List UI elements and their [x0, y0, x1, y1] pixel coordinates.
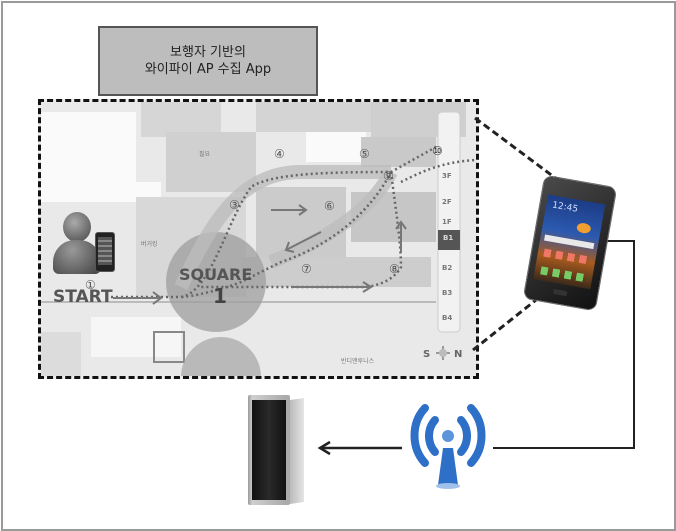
- pedestrian-icon: [53, 212, 115, 282]
- indoor-map: START SQUARE 1 ① ③ ④ ⑤ ⑥ ⑦ ⑧ ⑨ ⑩ 필요 버거킹 …: [38, 99, 479, 379]
- area-label-2: 버거킹: [141, 241, 158, 248]
- phone-screen: 12:45: [533, 194, 606, 290]
- compass-south: S: [423, 349, 431, 360]
- floor-2f[interactable]: 2F: [442, 198, 452, 206]
- waypoint-8: ⑧: [389, 262, 400, 276]
- area-label-1: 필요: [199, 151, 211, 158]
- square-number: 1: [213, 284, 227, 308]
- floor-b2[interactable]: B2: [442, 264, 453, 272]
- server-rack-icon: [248, 395, 310, 507]
- phone-to-ap-line: [493, 240, 635, 449]
- waypoint-5: ⑤: [359, 147, 370, 161]
- floor-b4[interactable]: B4: [442, 314, 453, 322]
- wifi-access-point-icon: [410, 404, 486, 489]
- compass-rose-icon: [436, 346, 450, 360]
- square-label: SQUARE: [179, 265, 253, 284]
- arrowhead-icon: [317, 440, 331, 456]
- area-label-3: 반디앤루니스: [341, 358, 375, 365]
- title-line-1: 보행자 기반의: [170, 45, 246, 60]
- app-title-box: 보행자 기반의 와이파이 AP 수집 App: [98, 26, 318, 96]
- map-to-phone-dash-top: [474, 116, 563, 185]
- floor-b1[interactable]: B1: [443, 234, 454, 242]
- floor-1f[interactable]: 1F: [442, 218, 452, 226]
- start-label: START: [53, 287, 113, 307]
- map-to-phone-dash-bottom: [472, 298, 537, 352]
- map-background: [41, 102, 476, 376]
- waypoint-1: ①: [85, 278, 96, 292]
- waypoint-10: ⑩: [432, 144, 443, 158]
- waypoint-9: ⑨: [383, 169, 394, 183]
- compass: S N: [423, 344, 473, 368]
- floor-3f[interactable]: 3F: [442, 172, 452, 180]
- floor-b3[interactable]: B3: [442, 289, 453, 297]
- title-line-2: 와이파이 AP 수집 App: [144, 62, 272, 77]
- waypoint-6: ⑥: [324, 199, 335, 213]
- handheld-phone-icon: [95, 232, 115, 272]
- waypoint-4: ④: [274, 147, 285, 161]
- waypoint-7: ⑦: [301, 262, 312, 276]
- compass-north: N: [454, 349, 463, 360]
- waypoint-3: ③: [229, 198, 240, 212]
